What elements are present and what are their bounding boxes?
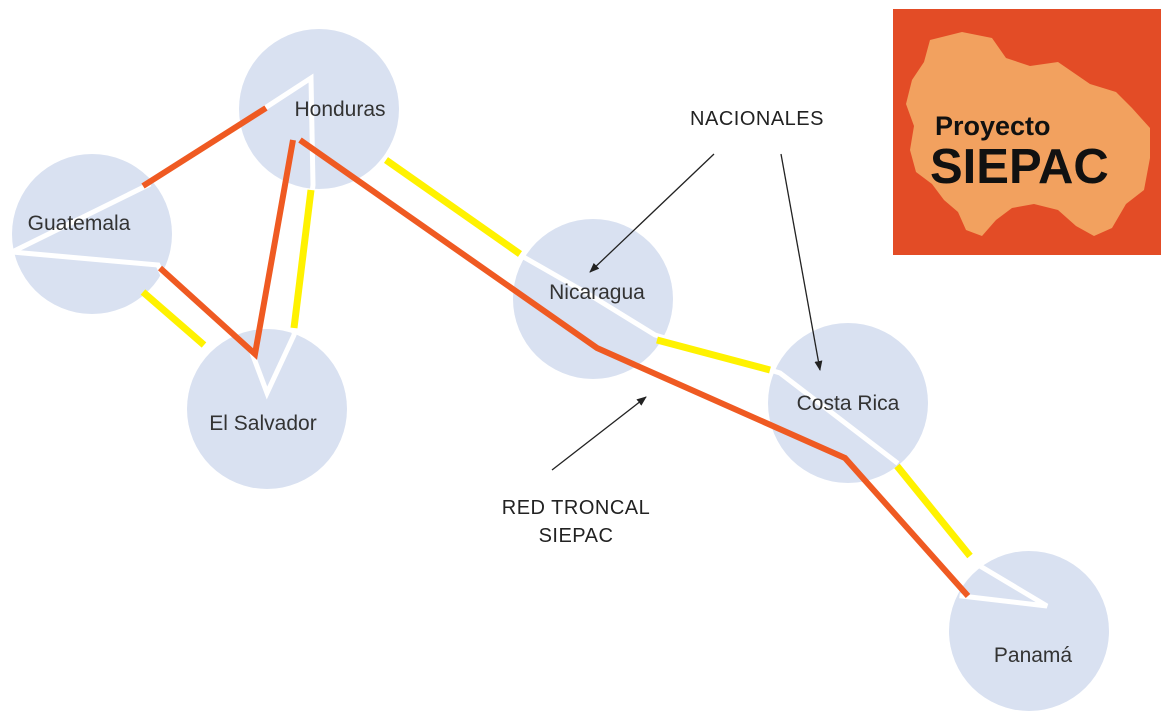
- siepac-logo: Proyecto SIEPAC: [893, 9, 1161, 255]
- siepac-trunk-line: [141, 105, 971, 598]
- logo-text-proyecto: Proyecto: [935, 111, 1051, 141]
- yellow-line-guatemala-salvador: [140, 289, 207, 348]
- circle-honduras: [239, 29, 399, 189]
- label-guatemala: Guatemala: [28, 212, 131, 235]
- label-costa-rica: Costa Rica: [797, 392, 900, 415]
- country-labels: Honduras Guatemala El Salvador Nicaragua…: [28, 98, 1073, 667]
- yellow-lines: [140, 157, 973, 559]
- yellow-line-honduras-salvador: [290, 189, 315, 329]
- label-nacionales: NACIONALES: [690, 108, 824, 130]
- circle-el-salvador: [187, 329, 347, 489]
- national-line-nicaragua-costarica: [516, 251, 900, 466]
- label-red-troncal: RED TRONCAL: [502, 497, 651, 519]
- yellow-line-nicaragua-costarica: [656, 336, 771, 374]
- logo-map-icon: [906, 32, 1150, 236]
- label-siepac: SIEPAC: [539, 525, 614, 547]
- yellow-line-costarica-panama: [894, 463, 973, 559]
- siepac-segment-guatemala-salvador-honduras: [157, 139, 296, 360]
- yellow-line-honduras-nicaragua: [383, 157, 523, 257]
- siepac-segment-guatemala-honduras: [141, 105, 268, 189]
- circle-panama: [949, 551, 1109, 711]
- national-line-guatemala: [2, 181, 202, 352]
- annotations: NACIONALES RED TRONCAL SIEPAC: [502, 108, 824, 547]
- arrow-nacionales-nicaragua: [589, 153, 715, 273]
- label-panama: Panamá: [994, 644, 1073, 667]
- logo-text-siepac: SIEPAC: [930, 140, 1109, 194]
- label-nicaragua: Nicaragua: [549, 281, 645, 304]
- arrow-red-troncal: [551, 396, 647, 471]
- siepac-segment-honduras-panama: [298, 137, 971, 598]
- arrow-nacionales-costarica: [780, 153, 823, 371]
- label-honduras: Honduras: [294, 98, 385, 121]
- label-el-salvador: El Salvador: [209, 412, 316, 435]
- national-line-panama: [959, 559, 1049, 609]
